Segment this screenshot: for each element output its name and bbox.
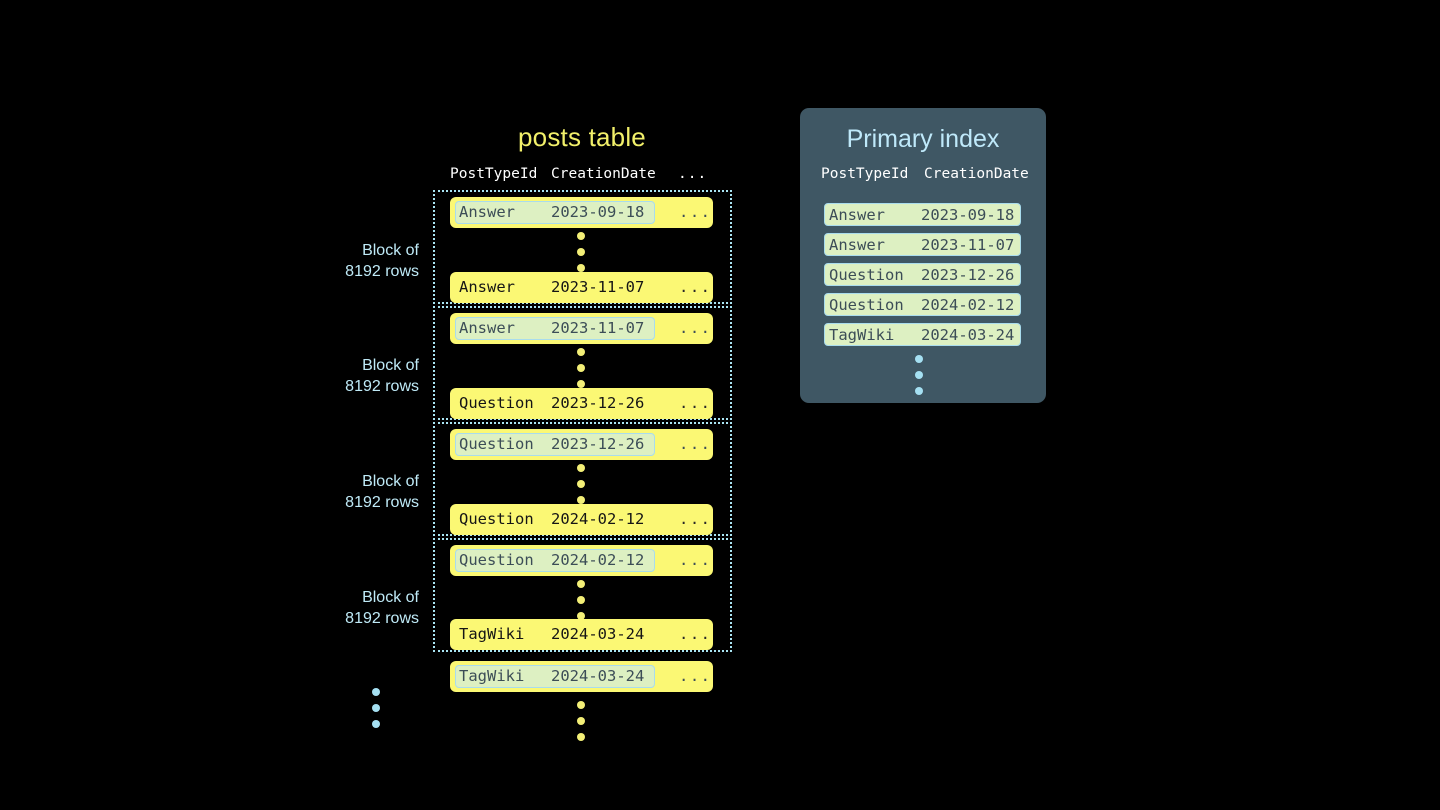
row-more: ... <box>679 203 712 221</box>
table-row[interactable]: TagWiki 2024-03-24 ... <box>450 619 713 650</box>
posts-table-column-headers: PostTypeId CreationDate ... <box>433 166 732 186</box>
block-1-ellipsis <box>577 232 586 272</box>
block-2-label: Block of 8192 rows <box>299 355 419 397</box>
table-row[interactable]: Question 2023-12-26 ... <box>450 388 713 419</box>
block-1-label-line1: Block of <box>362 242 419 259</box>
block-2-label-line1: Block of <box>362 357 419 374</box>
row-creationdate: 2023-12-26 <box>551 394 645 412</box>
row-more: ... <box>679 625 712 643</box>
index-entry-posttypeid: Answer <box>829 206 885 224</box>
index-entry-posttypeid: Question <box>829 296 904 314</box>
primary-index-title: Primary index <box>846 125 1000 153</box>
table-row[interactable]: Answer 2023-09-18 ... <box>450 197 713 228</box>
block-4-label-line1: Block of <box>362 589 419 606</box>
block-4 <box>433 538 732 652</box>
column-header-posttypeid: PostTypeId <box>450 166 538 182</box>
block-3-label-line1: Block of <box>362 473 419 490</box>
block-4-label-line2: 8192 rows <box>345 610 419 627</box>
row-creationdate: 2023-09-18 <box>551 203 645 221</box>
row-highlight-box <box>455 549 655 572</box>
row-more: ... <box>679 319 712 337</box>
primary-index-column-headers: PostTypeId CreationDate <box>800 166 1046 186</box>
primary-index-panel: Primary index PostTypeId CreationDate An… <box>800 108 1046 403</box>
table-row[interactable]: Question 2023-12-26 ... <box>450 429 713 460</box>
index-column-header-creationdate: CreationDate <box>924 166 1029 182</box>
row-highlight-box <box>455 317 655 340</box>
table-row-trailing[interactable]: TagWiki 2024-03-24 ... <box>450 661 713 692</box>
row-more: ... <box>679 278 712 296</box>
block-3-label: Block of 8192 rows <box>299 471 419 513</box>
row-posttypeid: Answer <box>459 278 515 296</box>
row-posttypeid: Question <box>459 510 534 528</box>
block-2-label-line2: 8192 rows <box>345 378 419 395</box>
row-creationdate: 2023-12-26 <box>551 435 645 453</box>
row-more: ... <box>679 667 712 685</box>
block-3-label-line2: 8192 rows <box>345 494 419 511</box>
index-entry-posttypeid: TagWiki <box>829 326 895 344</box>
index-entry-posttypeid: Question <box>829 266 904 284</box>
block-3-ellipsis <box>577 464 586 504</box>
row-creationdate: 2023-11-07 <box>551 278 645 296</box>
row-posttypeid: Question <box>459 435 534 453</box>
row-more: ... <box>679 394 712 412</box>
row-creationdate: 2024-02-12 <box>551 510 645 528</box>
index-entry[interactable]: Question 2023-12-26 <box>824 263 1021 286</box>
row-highlight-box <box>455 201 655 224</box>
row-posttypeid: TagWiki <box>459 667 525 685</box>
primary-index-continuation-ellipsis <box>915 355 924 395</box>
row-posttypeid: Question <box>459 551 534 569</box>
block-2-ellipsis <box>577 348 586 388</box>
block-4-label: Block of 8192 rows <box>299 587 419 629</box>
block-3 <box>433 422 732 536</box>
table-row[interactable]: Answer 2023-11-07 ... <box>450 313 713 344</box>
index-entry-creationdate: 2024-02-12 <box>921 296 1015 314</box>
index-column-header-posttypeid: PostTypeId <box>821 166 909 182</box>
index-entry-creationdate: 2023-11-07 <box>921 236 1015 254</box>
column-header-more: ... <box>678 166 708 182</box>
block-1-label-line2: 8192 rows <box>345 263 419 280</box>
row-highlight-box <box>455 433 655 456</box>
table-row[interactable]: Question 2024-02-12 ... <box>450 504 713 535</box>
index-entry-creationdate: 2023-12-26 <box>921 266 1015 284</box>
index-entry-posttypeid: Answer <box>829 236 885 254</box>
block-1-label: Block of 8192 rows <box>299 240 419 282</box>
table-row[interactable]: Question 2024-02-12 ... <box>450 545 713 576</box>
index-entry-creationdate: 2024-03-24 <box>921 326 1015 344</box>
table-row[interactable]: Answer 2023-11-07 ... <box>450 272 713 303</box>
index-entry[interactable]: Answer 2023-09-18 <box>824 203 1021 226</box>
row-creationdate: 2024-03-24 <box>551 625 645 643</box>
index-entry[interactable]: Answer 2023-11-07 <box>824 233 1021 256</box>
block-4-ellipsis <box>577 580 586 620</box>
row-more: ... <box>679 551 712 569</box>
index-entry[interactable]: Question 2024-02-12 <box>824 293 1021 316</box>
index-entry[interactable]: TagWiki 2024-03-24 <box>824 323 1021 346</box>
row-posttypeid: Answer <box>459 319 515 337</box>
row-creationdate: 2024-02-12 <box>551 551 645 569</box>
block-2 <box>433 306 732 420</box>
row-creationdate: 2023-11-07 <box>551 319 645 337</box>
row-highlight-box <box>455 665 655 688</box>
index-entry-creationdate: 2023-09-18 <box>921 206 1015 224</box>
row-posttypeid: Answer <box>459 203 515 221</box>
row-creationdate: 2024-03-24 <box>551 667 645 685</box>
row-posttypeid: Question <box>459 394 534 412</box>
row-more: ... <box>679 435 712 453</box>
row-posttypeid: TagWiki <box>459 625 525 643</box>
blocks-continuation-ellipsis <box>372 688 381 728</box>
posts-table-title: posts table <box>518 122 646 152</box>
row-more: ... <box>679 510 712 528</box>
posts-table-continuation-ellipsis <box>577 701 586 741</box>
block-1 <box>433 190 732 304</box>
column-header-creationdate: CreationDate <box>551 166 656 182</box>
